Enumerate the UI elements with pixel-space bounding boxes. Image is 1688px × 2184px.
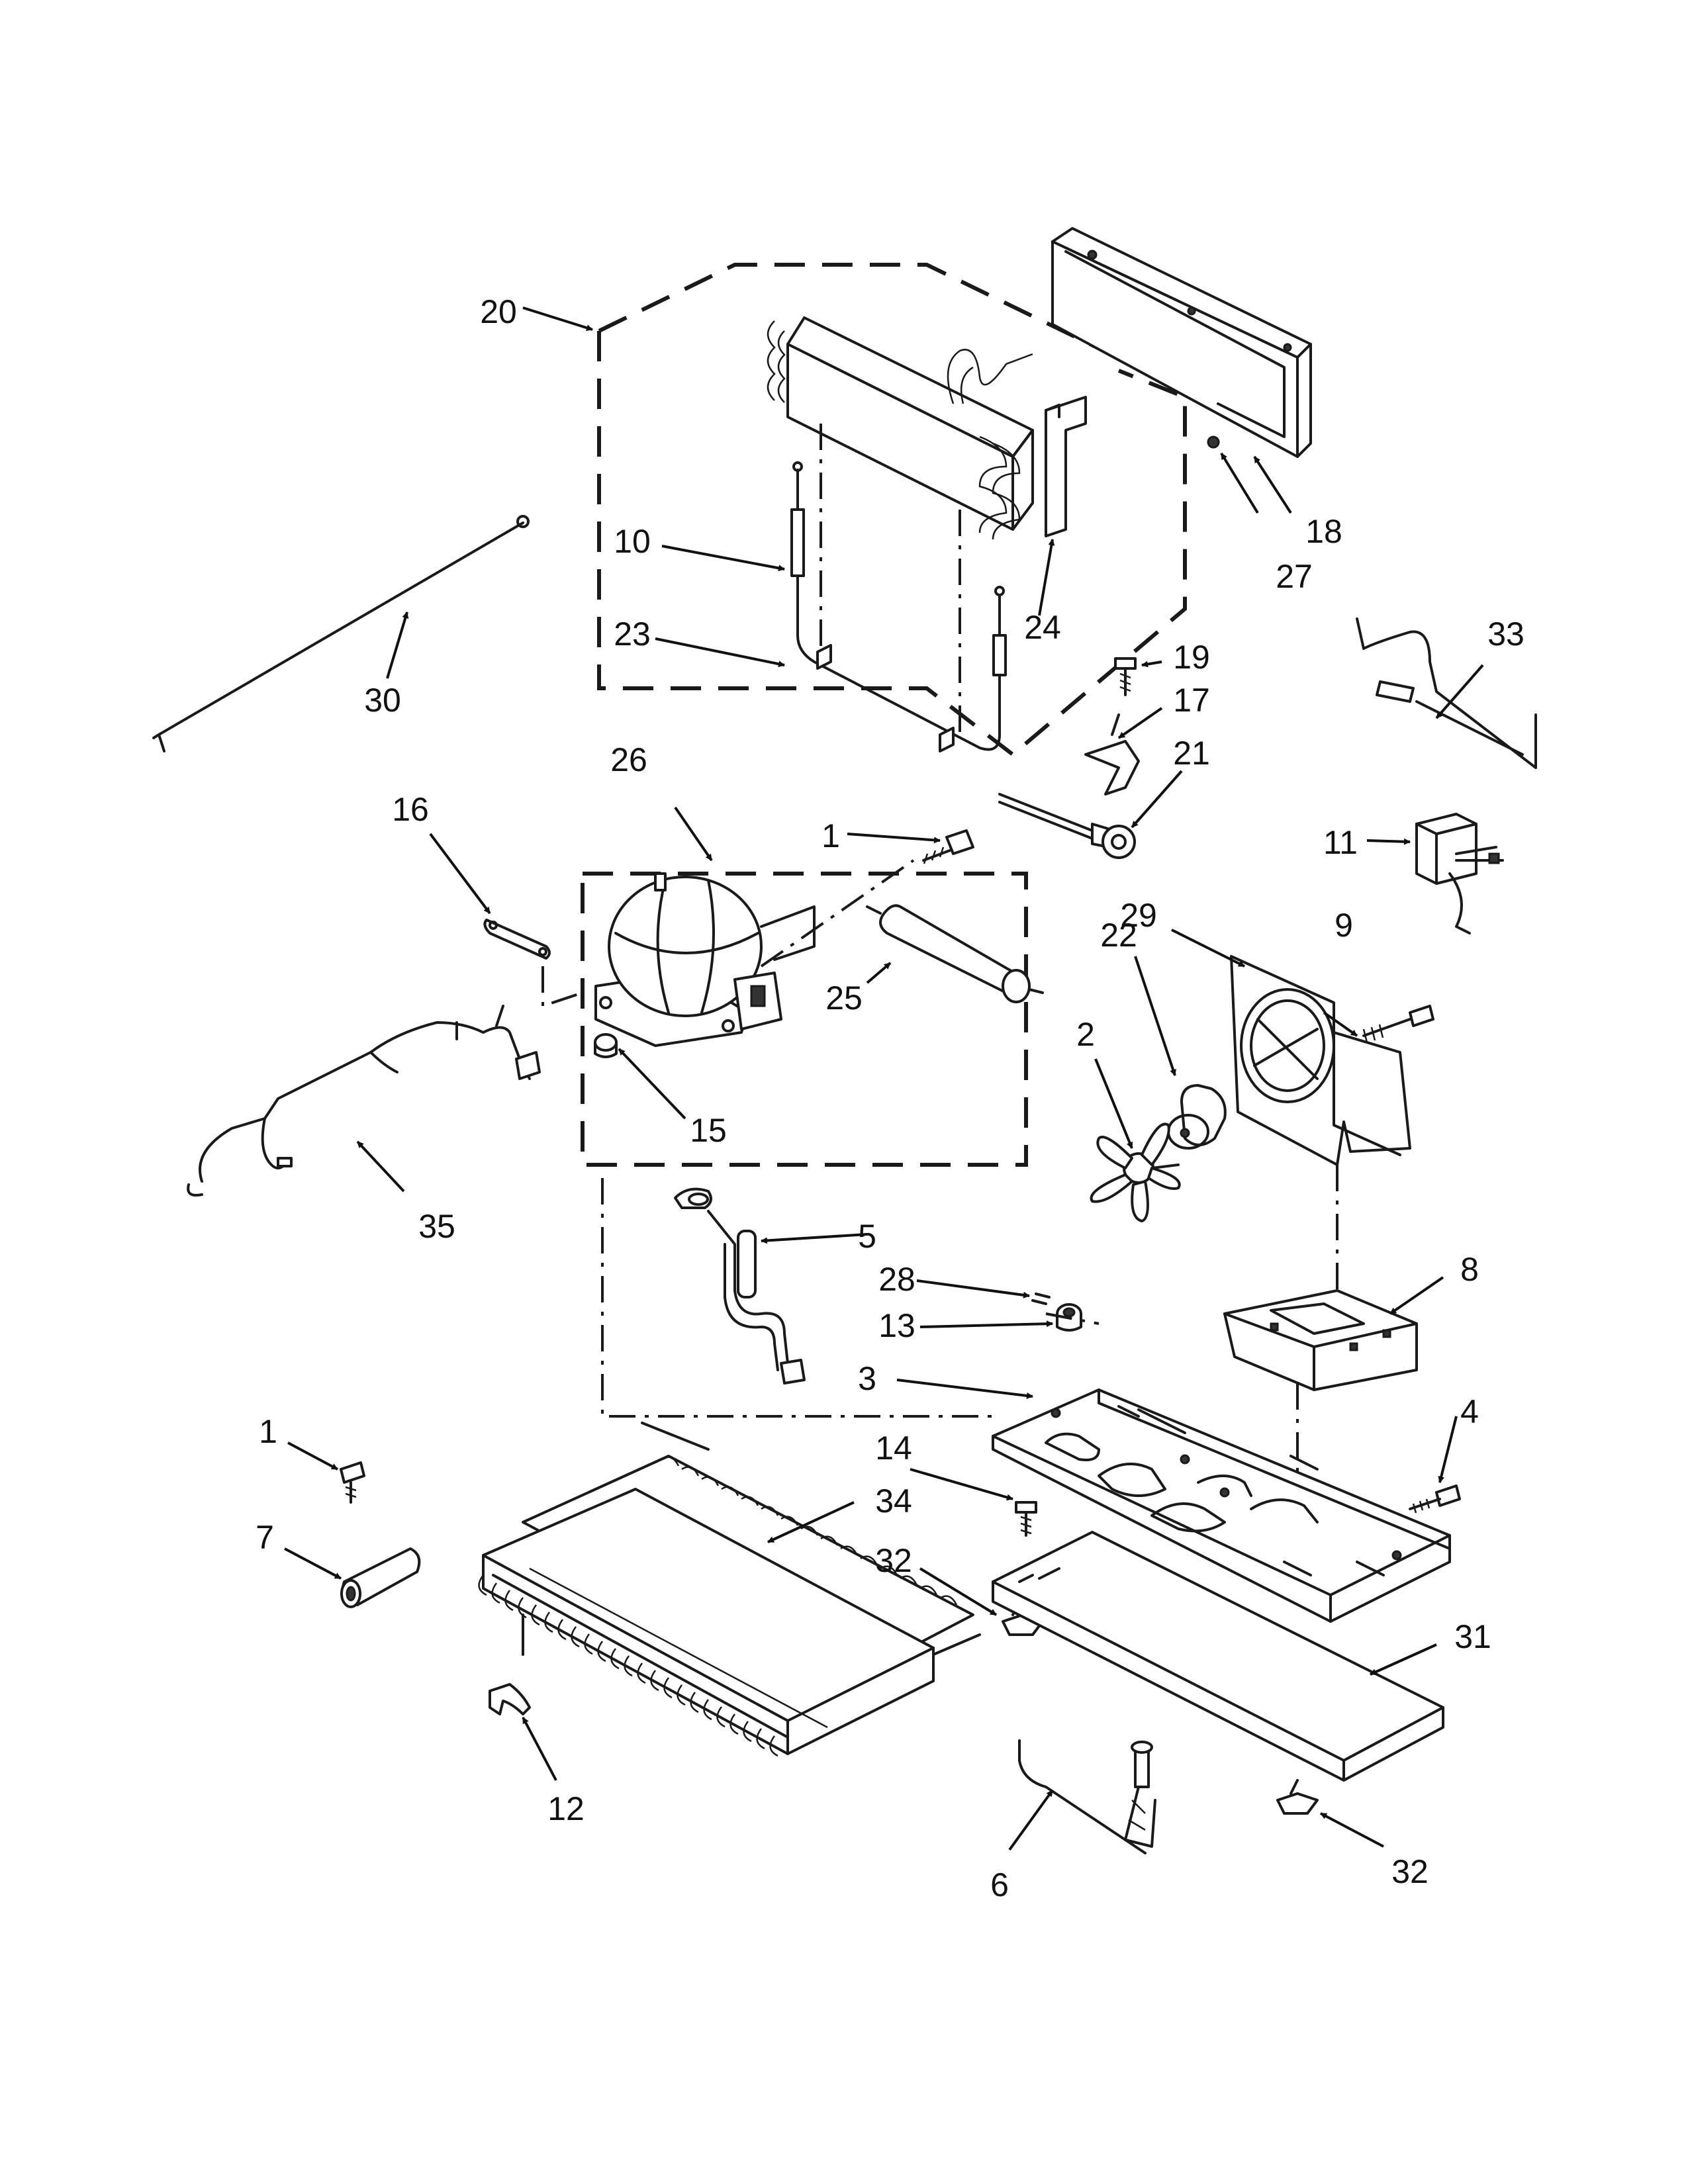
callout-1-screw-lower: 1 (259, 1413, 277, 1450)
compressor-dashdot (601, 1178, 1100, 1418)
callout-32-foot-lower: 32 (1391, 1853, 1429, 1890)
callout-33-tube: 33 (1487, 615, 1524, 653)
drier-25 (866, 904, 1044, 1003)
tube-5 (674, 1187, 806, 1385)
callout-11-relay: 11 (1323, 824, 1358, 861)
callout-25-drier: 25 (825, 979, 863, 1017)
callout-9-screw: 9 (1335, 907, 1353, 944)
fan-motor-22 (1167, 1084, 1227, 1150)
bracket-8 (1223, 1289, 1418, 1391)
screw-9 (1362, 1005, 1434, 1043)
heater-10 (790, 461, 1007, 751)
tube-33 (1356, 617, 1537, 769)
dash-dot-lines-evap (820, 424, 961, 735)
grommet-15 (594, 1033, 618, 1058)
screw-27 (1207, 435, 1220, 449)
cover-31 (992, 1531, 1444, 1782)
fan-shroud-29 (1230, 955, 1411, 1166)
relay-11 (1415, 813, 1504, 934)
tube-assembly-6 (1018, 1739, 1156, 1854)
callout-6-tube-assembly: 6 (990, 1866, 1009, 1903)
callout-labels: 20 10 23 24 18 27 30 19 17 21 33 11 26 1… (256, 293, 1524, 1903)
clip-28 (1031, 1293, 1051, 1305)
callout-31-cover: 31 (1454, 1618, 1491, 1655)
callout-18-cover: 18 (1305, 513, 1342, 550)
callout-20-evaporator-assembly: 20 (480, 293, 517, 330)
callout-19-screw: 19 (1173, 639, 1210, 676)
grommet-13 (1056, 1303, 1082, 1332)
screw-19 (1114, 657, 1137, 696)
strap-16 (483, 919, 551, 960)
leader-lines (284, 306, 1484, 1851)
callout-3-base-pan: 3 (858, 1360, 876, 1397)
callout-21-harness: 21 (1173, 735, 1210, 772)
sleeve-7 (340, 1547, 421, 1608)
callout-32-foot-upper: 32 (875, 1542, 912, 1579)
callout-4-screw: 4 (1460, 1393, 1479, 1430)
clip-17 (1084, 713, 1140, 796)
evaporator-coil (767, 316, 1034, 540)
callout-2-fan-blade: 2 (1076, 1016, 1095, 1053)
callout-16-strap: 16 (392, 791, 429, 828)
callout-13-grommet: 13 (878, 1307, 915, 1344)
wire-30 (152, 515, 530, 752)
callout-14-screw: 14 (875, 1430, 912, 1467)
screw-1-upper (922, 829, 974, 864)
callout-30-wire: 30 (364, 682, 401, 719)
foot-32-lower (1276, 1779, 1319, 1815)
callout-15-grommet: 15 (690, 1112, 727, 1149)
screw-4 (1409, 1484, 1461, 1514)
wire-harness-35 (187, 1005, 541, 1197)
callout-7-sleeve: 7 (256, 1519, 274, 1556)
clips-23 (816, 644, 955, 752)
fan-blade-2 (1090, 1122, 1181, 1222)
callout-22-fan-motor: 22 (1100, 917, 1137, 954)
callout-12-clip: 12 (547, 1790, 585, 1827)
callout-24-insulation: 24 (1024, 609, 1061, 646)
callout-34-condenser: 34 (875, 1482, 912, 1520)
condenser-34 (482, 1422, 981, 1755)
callout-23-heater: 23 (614, 615, 651, 653)
callout-8-bracket: 8 (1460, 1251, 1479, 1288)
screw-14 (1015, 1501, 1037, 1537)
callout-5-tube: 5 (858, 1218, 876, 1255)
callout-35-wire-harness: 35 (418, 1208, 455, 1245)
evaporator-assembly-outline (597, 263, 1187, 757)
compressor (594, 872, 816, 1047)
condenser-coils (478, 1456, 958, 1757)
callout-17-clip: 17 (1173, 682, 1210, 719)
callout-28-clip: 28 (878, 1261, 915, 1298)
clip-12 (489, 1683, 531, 1715)
compressor-assembly-outline (541, 859, 1028, 1167)
harness-21 (998, 793, 1136, 859)
callout-10-heater: 10 (614, 523, 651, 560)
screw-1-lower (340, 1461, 365, 1504)
callout-29-fan-shroud: 29 (1120, 897, 1157, 934)
cover-18 (1051, 227, 1312, 458)
insulation-24 (1045, 396, 1087, 537)
callout-26-compressor-assembly: 26 (610, 741, 647, 778)
base-pan-3 (992, 1388, 1451, 1623)
callout-1-screw-upper: 1 (821, 817, 840, 854)
callout-27-screw: 27 (1276, 558, 1313, 595)
